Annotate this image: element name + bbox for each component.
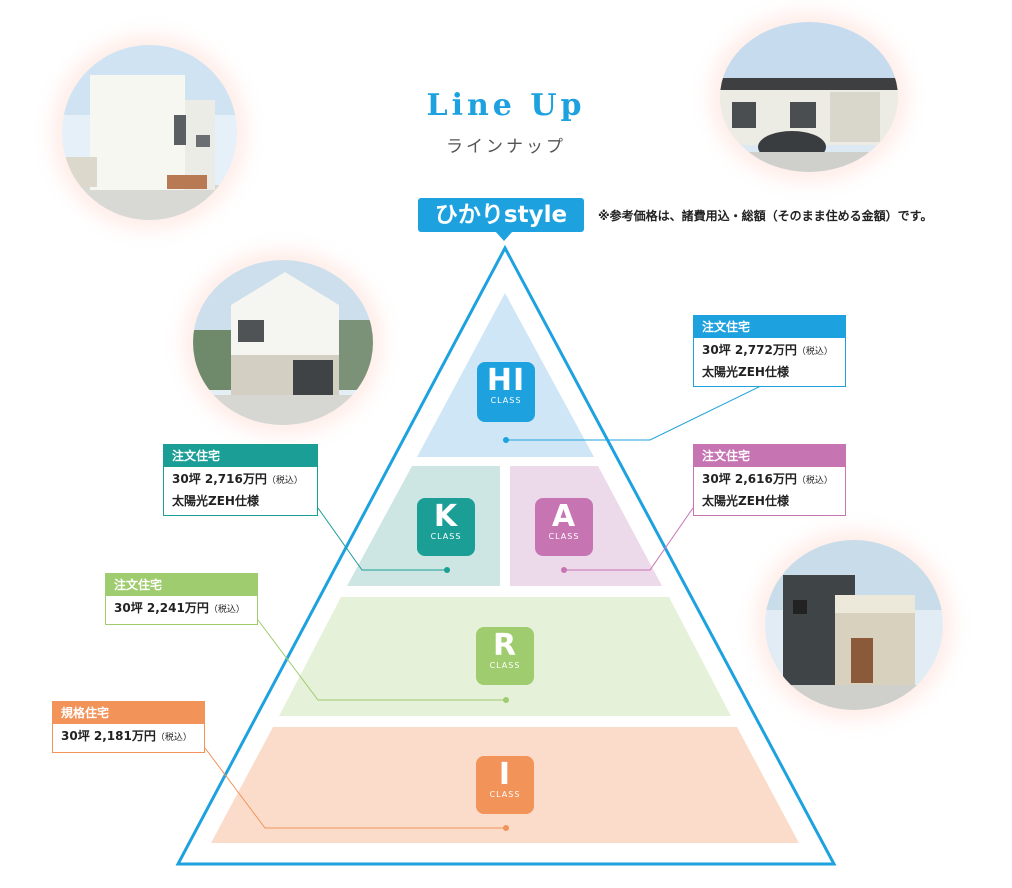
connector-i-dot: [503, 825, 509, 831]
info-a-type: 注文住宅: [694, 445, 845, 467]
class-a-sub: CLASS: [548, 532, 580, 541]
connector-i: [204, 747, 506, 829]
class-i-icon[interactable]: I CLASS: [476, 756, 534, 814]
class-a-icon[interactable]: A CLASS: [535, 498, 593, 556]
info-box-k: 注文住宅 30坪 2,716万円（税込） 太陽光ZEH仕様: [163, 444, 318, 516]
connector-a-dot: [561, 567, 567, 573]
lineup-title-en: Line Up: [426, 88, 586, 123]
info-a-spec: 太陽光ZEH仕様: [702, 494, 789, 508]
connector-a: [564, 507, 694, 571]
connector-r-dot: [503, 697, 509, 703]
class-a-letter: A: [551, 499, 577, 534]
connector-r: [257, 619, 506, 701]
info-box-a: 注文住宅 30坪 2,616万円（税込） 太陽光ZEH仕様: [693, 444, 846, 516]
info-hi-price: 30坪 2,772万円: [702, 343, 797, 357]
class-hi-icon[interactable]: HI CLASS: [477, 362, 535, 422]
lineup-title-ja: ラインナップ: [446, 137, 566, 157]
info-hi-type: 注文住宅: [694, 316, 845, 338]
info-k-type: 注文住宅: [164, 445, 317, 467]
info-k-price-line: 30坪 2,716万円（税込）: [164, 469, 317, 491]
connector-k-dot: [444, 567, 450, 573]
info-i-type: 規格住宅: [53, 702, 204, 724]
info-a-price-line: 30坪 2,616万円（税込）: [694, 469, 845, 491]
connector-hi-dot: [503, 437, 509, 443]
class-i-letter: I: [498, 757, 512, 792]
class-r-sub: CLASS: [489, 661, 521, 670]
info-r-price: 30坪 2,241万円: [114, 601, 209, 615]
connector-k: [317, 507, 447, 571]
info-k-spec: 太陽光ZEH仕様: [172, 494, 259, 508]
info-i-tax: （税込）: [155, 733, 192, 743]
pyramid-outline: [175, 244, 837, 866]
price-note: ※参考価格は、諸費用込・総額（そのまま住める金額）です。: [598, 209, 933, 223]
badge-pointer: [495, 231, 513, 241]
info-box-i: 規格住宅 30坪 2,181万円（税込）: [52, 701, 205, 753]
info-r-price-line: 30坪 2,241万円（税込）: [106, 598, 257, 620]
class-hi-letter: HI: [486, 363, 526, 398]
info-hi-price-line: 30坪 2,772万円（税込）: [694, 340, 845, 362]
info-hi-spec: 太陽光ZEH仕様: [702, 365, 789, 379]
class-i-sub: CLASS: [489, 790, 521, 799]
class-k-icon[interactable]: K CLASS: [417, 498, 475, 556]
info-a-tax: （税込）: [796, 476, 833, 486]
info-r-type: 注文住宅: [106, 574, 257, 596]
info-r-tax: （税込）: [208, 605, 245, 615]
class-k-letter: K: [433, 499, 459, 534]
info-i-price-line: 30坪 2,181万円（税込）: [53, 726, 204, 748]
class-r-icon[interactable]: R CLASS: [476, 627, 534, 685]
class-hi-sub: CLASS: [490, 396, 522, 405]
info-box-r: 注文住宅 30坪 2,241万円（税込）: [105, 573, 258, 625]
hikari-style-badge: ひかりstyle: [418, 198, 584, 232]
info-hi-tax: （税込）: [796, 347, 833, 357]
info-i-price: 30坪 2,181万円: [61, 729, 156, 743]
info-k-tax: （税込）: [266, 476, 303, 486]
class-k-sub: CLASS: [430, 532, 462, 541]
info-k-price: 30坪 2,716万円: [172, 472, 267, 486]
class-r-letter: R: [492, 628, 518, 663]
info-a-price: 30坪 2,616万円: [702, 472, 797, 486]
info-box-hi: 注文住宅 30坪 2,772万円（税込） 太陽光ZEH仕様: [693, 315, 846, 387]
